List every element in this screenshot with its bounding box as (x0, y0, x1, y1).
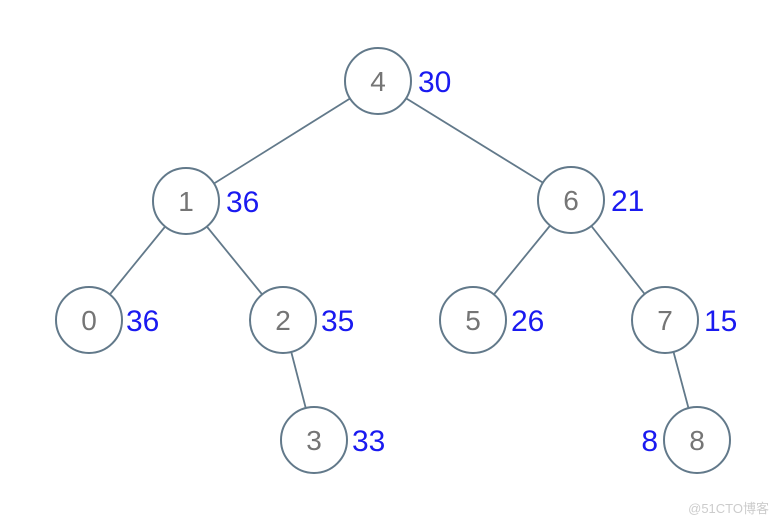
tree-node-5: 5 26 (439, 286, 544, 354)
node-id-7: 7 (657, 305, 673, 336)
node-id-0: 0 (81, 305, 97, 336)
node-id-5: 5 (465, 305, 481, 336)
tree-edges (88, 80, 698, 441)
tree-node-3: 3 33 (280, 406, 385, 474)
node-value-6: 21 (611, 185, 644, 218)
tree-node-8: 8 8 (641, 406, 731, 474)
node-circle-0 (55, 286, 123, 354)
tree-node-4: 4 30 (344, 47, 451, 115)
edge-4-6 (377, 80, 572, 201)
node-circle-7 (631, 286, 699, 354)
node-id-6: 6 (563, 185, 579, 216)
tree-node-7: 7 15 (631, 286, 737, 354)
edge-4-1 (185, 80, 379, 202)
node-circle-2 (249, 286, 317, 354)
node-value-8: 8 (641, 425, 658, 458)
node-circle-4 (344, 47, 412, 115)
node-id-2: 2 (275, 305, 291, 336)
node-value-7: 15 (704, 305, 737, 338)
node-circle-8 (663, 406, 731, 474)
watermark: @51CTO博客 (688, 501, 769, 516)
node-id-3: 3 (306, 425, 322, 456)
node-id-1: 1 (178, 186, 194, 217)
node-id-4: 4 (370, 66, 386, 97)
node-value-3: 33 (352, 425, 385, 458)
node-value-0: 36 (126, 305, 159, 338)
tree-node-1: 1 36 (152, 167, 259, 235)
tree-node-0: 0 36 (55, 286, 159, 354)
node-circle-6 (537, 166, 605, 234)
node-circle-5 (439, 286, 507, 354)
node-value-1: 36 (226, 186, 259, 219)
node-circle-3 (280, 406, 348, 474)
tree-node-2: 2 35 (249, 286, 354, 354)
tree-node-6: 6 21 (537, 166, 644, 234)
node-value-5: 26 (511, 305, 544, 338)
node-value-4: 30 (418, 66, 451, 99)
node-id-8: 8 (689, 425, 705, 456)
node-value-2: 35 (321, 305, 354, 338)
tree-nodes: 4 30 1 36 6 21 0 36 2 35 (55, 47, 737, 474)
node-circle-1 (152, 167, 220, 235)
